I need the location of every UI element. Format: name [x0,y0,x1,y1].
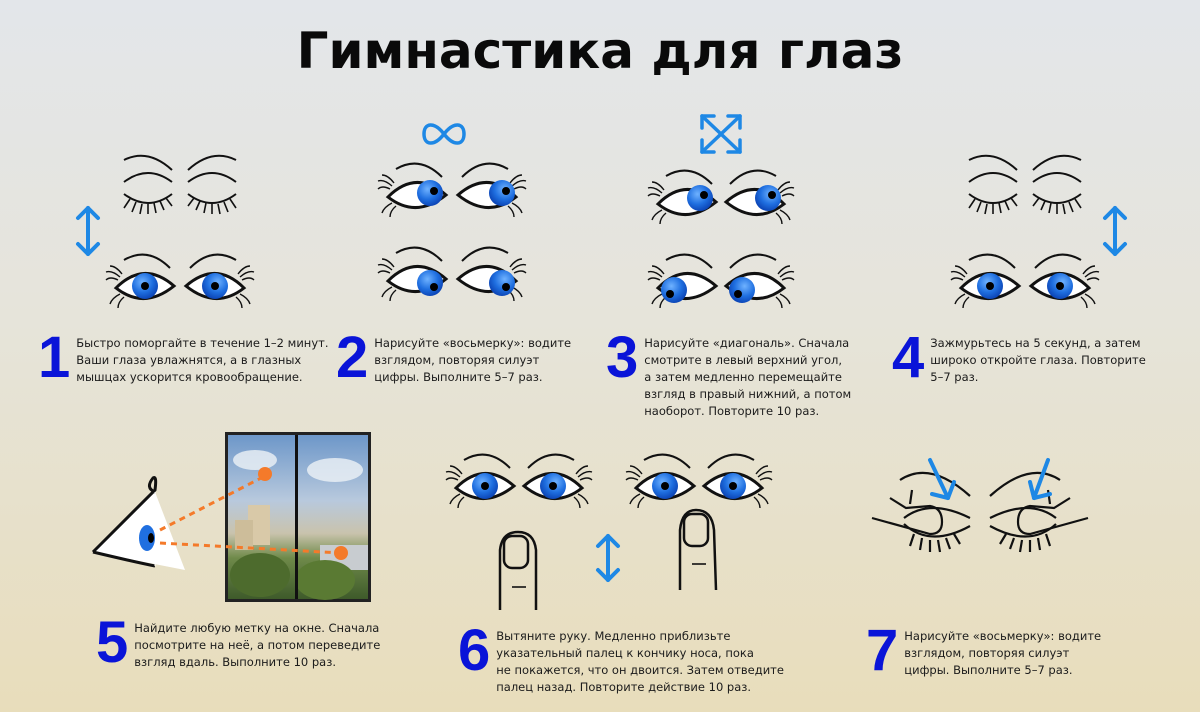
up-down-arrow-icon [1105,208,1125,254]
open-eye-icon [446,455,514,508]
step-text-line: не покажется, что он двоится. Затем отве… [496,662,784,679]
step-7-illustration [870,448,1110,578]
eye-looking-up-right-icon [726,171,794,224]
step-text-line: Найдите любую метку на окне. Сначала [134,620,380,637]
open-eye-icon [704,455,772,508]
infinity-icon [424,125,464,143]
step-number: 2 [336,333,368,383]
eye-looking-down-right-icon [458,248,526,301]
step-1-illustration [70,150,270,320]
step-text-line: взглядом, повторяя силуэт [374,352,571,369]
window-icon [225,432,371,602]
finger-icon [500,532,536,610]
step-text-line: Нарисуйте «диагональ». Сначала [644,335,851,352]
far-marker [334,546,348,560]
step-2: 2 Нарисуйте «восьмерку»: водите взглядом… [336,333,571,386]
step-text-line: указательный палец к кончику носа, пока [496,645,784,662]
open-eye-icon [951,255,1019,308]
step-text-line: посмотрите на неё, а потом переведите [134,637,380,654]
closed-eye-icon [1033,156,1081,214]
step-4-illustration [945,150,1145,320]
step-text-line: мышцах ускорится кровообращение. [76,369,328,386]
eye-looking-down-left-icon [648,255,716,308]
closed-eye-icon [969,156,1017,214]
step-description: Найдите любую метку на окне. Сначала пос… [134,618,380,671]
closed-eye-icon [188,156,236,214]
step-6: 6 Вытяните руку. Медленно приблизьте ука… [458,626,784,696]
closed-eye-icon [124,156,172,214]
eye-looking-down-right-icon [378,248,446,301]
step-description: Вытяните руку. Медленно приблизьте указа… [496,626,784,696]
step-text-line: Нарисуйте «восьмерку»: водите [374,335,571,352]
step-text-line: цифры. Выполните 5–7 раз. [904,662,1101,679]
eye-looking-down-left-icon [726,255,794,308]
step-text-line: Быстро поморгайте в течение 1–2 минут. [76,335,328,352]
step-description: Быстро поморгайте в течение 1–2 минут. В… [76,333,328,386]
step-number: 6 [458,626,490,676]
open-eye-icon [106,255,174,308]
step-text-line: смотрите в левый верхний угол, [644,352,851,369]
up-down-arrow-icon [78,208,98,254]
step-text-line: а затем медленно перемещайте [644,369,851,386]
near-marker [258,467,272,481]
step-1: 1 Быстро поморгайте в течение 1–2 минут.… [38,333,328,386]
step-description: Нарисуйте «восьмерку»: водите взглядом, … [374,333,571,386]
finger-icon [680,510,716,590]
step-text-line: Зажмурьтесь на 5 секунд, а затем [930,335,1146,352]
step-text-line: Вытяните руку. Медленно приблизьте [496,628,784,645]
step-text-line: взглядом, повторяя силуэт [904,645,1101,662]
step-3: 3 Нарисуйте «диагональ». Сначала смотрит… [606,333,851,420]
step-text-line: Нарисуйте «восьмерку»: водите [904,628,1101,645]
step-number: 5 [96,618,128,668]
diagonal-arrows-icon [702,116,740,152]
step-text-line: 5–7 раз. [930,369,1146,386]
step-text-line: наоборот. Повторите 10 раз. [644,403,851,420]
step-3-illustration [640,108,820,318]
step-7: 7 Нарисуйте «восьмерку»: водите взглядом… [866,626,1101,679]
press-arrow-icon [930,460,954,498]
open-eye-icon [186,255,254,308]
step-text-line: широко откройте глаза. Повторите [930,352,1146,369]
step-5: 5 Найдите любую метку на окне. Сначала п… [96,618,380,671]
press-arrow-icon [1030,460,1050,498]
step-description: Зажмурьтесь на 5 секунд, а затем широко … [930,333,1146,386]
up-down-arrow-icon [598,536,618,580]
step-number: 1 [38,333,70,383]
eye-looking-up-right-icon [648,171,716,224]
open-eye-icon [626,455,694,508]
open-eye-icon [524,455,592,508]
step-number: 4 [892,333,924,383]
eye-looking-right-icon [458,164,526,217]
open-eye-icon [1031,255,1099,308]
step-text-line: Ваши глаза увлажнятся, а в глазных [76,352,328,369]
step-5-illustration [85,430,385,610]
page-title: Гимнастика для глаз [0,22,1200,80]
step-description: Нарисуйте «диагональ». Сначала смотрите … [644,333,851,420]
step-text-line: цифры. Выполните 5–7 раз. [374,369,571,386]
step-text-line: взгляд вдаль. Выполните 10 раз. [134,654,380,671]
step-description: Нарисуйте «восьмерку»: водите взглядом, … [904,626,1101,679]
step-4: 4 Зажмурьтесь на 5 секунд, а затем широк… [892,333,1146,386]
step-number: 7 [866,626,898,676]
step-2-illustration [370,115,550,315]
step-text-line: палец назад. Повторите действие 10 раз. [496,679,784,696]
step-6-illustration [440,440,770,610]
step-text-line: взгляд в правый нижний, а потом [644,386,851,403]
step-number: 3 [606,333,638,383]
eye-looking-right-icon [378,164,446,217]
